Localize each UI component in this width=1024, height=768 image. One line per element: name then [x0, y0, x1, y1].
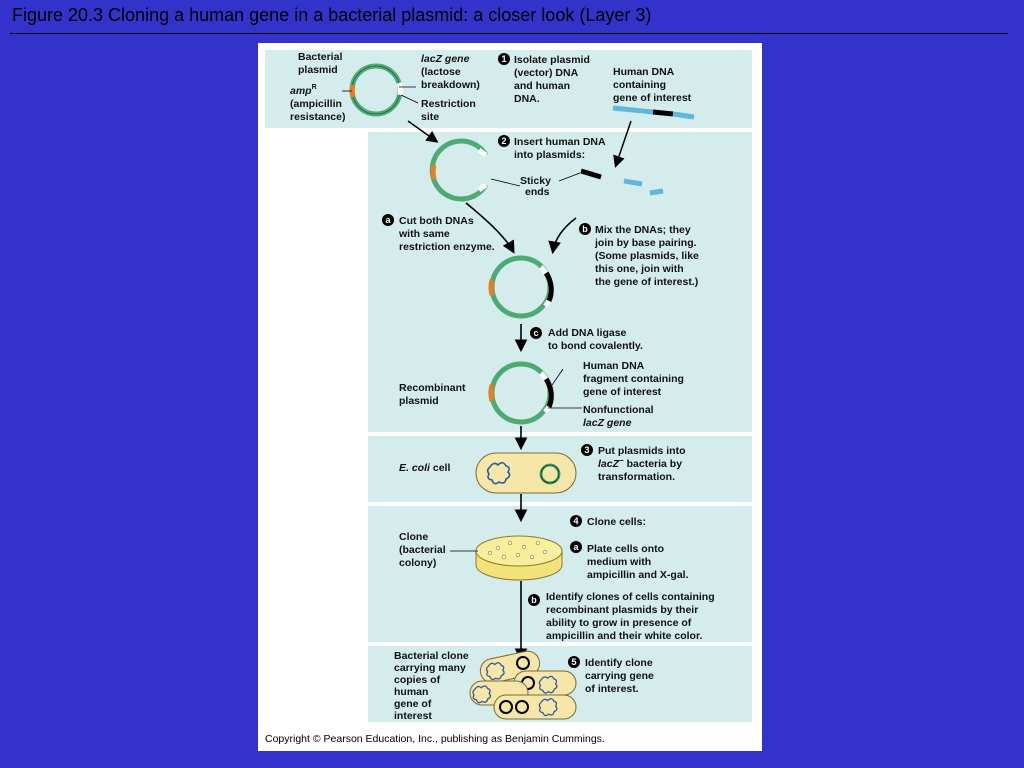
svg-text:Human DNA containing g: Human DNA containing gene of interest [613, 66, 692, 104]
label-bacterial-plasmid: Bacterial [298, 51, 342, 63]
label-lacz-3: breakdown) [421, 79, 480, 91]
step-2b: b Mix the DNAs; they join by base pairin… [579, 223, 702, 288]
svg-text:a: a [573, 542, 579, 552]
step-1: 1 Isolate plasmid (vector) DNA and human… [498, 53, 593, 105]
mixed-plasmid [488, 255, 554, 319]
label-clone: Clone [399, 531, 428, 543]
svg-text:Isolate plasmid (vector): Isolate plasmid (vector) DNA and human D… [514, 54, 593, 105]
label-lacz-2: (lactose [421, 66, 461, 78]
label-ecoli-cell: cell [430, 462, 451, 474]
panel-step4 [368, 506, 752, 642]
label-human-dna-fragment: Human DNA [583, 360, 645, 372]
svg-text:b: b [531, 595, 537, 605]
label-ampr-sup: R [312, 84, 317, 91]
label-restriction-site-2: site [421, 111, 439, 123]
label-sticky-ends: Sticky [520, 175, 551, 187]
label-bacterial-clone: Bacterial clone [394, 650, 469, 662]
step-4a: a Plate cells onto medium with ampicilli… [570, 541, 689, 581]
svg-text:Add DNA ligase to bond c: Add DNA ligase to bond covalently. [548, 327, 643, 352]
arrow-fragment-to-mix [548, 217, 577, 255]
label-nonfunctional-lacz: Nonfunctional [583, 404, 654, 416]
svg-text:Insert human DNA into pl: Insert human DNA into plasmids: [514, 136, 608, 161]
ecoli-cell [475, 452, 577, 494]
label-restriction-site: Restriction [421, 98, 476, 110]
svg-text:1: 1 [501, 54, 506, 64]
svg-text:Nonfunctional lacZ gene: Nonfunctional lacZ gene [583, 404, 657, 429]
svg-text:Mix the DNAs; they join: Mix the DNAs; they join by base pairing.… [594, 224, 702, 288]
label-ecoli: E. coli [399, 462, 431, 474]
step-2a: a Cut both DNAs with same restriction en… [382, 214, 495, 253]
bacterial-plasmid [349, 63, 403, 117]
svg-text:Cut both DNAs with same: Cut both DNAs with same restriction enzy… [398, 215, 495, 253]
copyright: Copyright © Pearson Education, Inc., pub… [265, 733, 605, 745]
svg-text:Sticky ends: Sticky ends [520, 175, 554, 198]
label-bacterial-plasmid-2: plasmid [298, 64, 338, 76]
petri-dish [475, 535, 563, 581]
svg-text:E. coli cell: E. coli cell [399, 462, 450, 474]
step-4: 4 Clone cells: [570, 515, 646, 528]
svg-text:c: c [533, 328, 538, 338]
svg-text:3: 3 [584, 445, 589, 455]
label-ampr-desc-1: (ampicillin [290, 98, 342, 110]
svg-text:ampR: ampR [290, 84, 317, 97]
gene-fragment [580, 168, 602, 180]
label-ampr: amp [290, 85, 312, 97]
figure-panel: Bacterial plasmid ampR (ampicillin resis… [258, 43, 762, 751]
svg-text:Bacterial plasmid: Bacterial plasmid [298, 51, 345, 76]
label-human-dna: Human DNA [613, 66, 675, 78]
cloning-diagram: Bacterial plasmid ampR (ampicillin resis… [265, 50, 752, 745]
svg-text:a: a [385, 215, 391, 225]
clone-cells [469, 650, 577, 720]
title-divider [10, 33, 1008, 34]
svg-text:Identify clones of cells conta: Identify clones of cells containing reco… [546, 591, 718, 642]
cut-plasmid [429, 138, 489, 202]
human-dna-strand [612, 105, 695, 120]
svg-text:Recombinant plasmid: Recombinant plasmid [399, 382, 468, 407]
slide-title: Figure 20.3 Cloning a human gene in a ba… [12, 5, 652, 25]
step-4b: b Identify clones of cells containing re… [528, 591, 718, 642]
svg-text:(ampicillin resistance): (ampicillin resistance) [290, 98, 345, 123]
arrow-cut-to-mix [465, 202, 515, 254]
svg-text:5: 5 [571, 657, 576, 667]
svg-text:Restriction site: Restriction site [421, 98, 479, 123]
svg-text:2: 2 [501, 136, 506, 146]
arrow-plasmid-down [407, 120, 439, 143]
label-lacz: lacZ gene [421, 53, 470, 65]
step-3: 3 Put plasmids into lacZ− bacteria by tr… [581, 444, 688, 483]
svg-text:Clone cells:: Clone cells: [587, 516, 646, 528]
label-ampr-desc-2: resistance) [290, 111, 345, 123]
arrow-human-dna-down [613, 120, 632, 168]
svg-text:Identify clone carrying: Identify clone carrying gene of interest… [585, 657, 657, 695]
svg-text:Put plasmids into lacZ−: Put plasmids into lacZ− bacteria by tran… [598, 445, 688, 483]
svg-text:Human DNA fragment contain: Human DNA fragment containing gene of in… [583, 360, 687, 398]
svg-text:Clone (bacterial colon: Clone (bacterial colony) [399, 531, 449, 569]
step-2c: c Add DNA ligase to bond covalently. [530, 327, 643, 352]
svg-text:4: 4 [573, 516, 578, 526]
step-2: 2 Insert human DNA into plasmids: [498, 135, 608, 161]
label-recombinant-plasmid: Recombinant [399, 382, 466, 394]
step-5: 5 Identify clone carrying gene of intere… [568, 656, 657, 695]
dna-fragment-2 [649, 188, 664, 196]
svg-text:Bacterial clone carrying m: Bacterial clone carrying many copies of … [394, 650, 472, 722]
dna-fragment-1 [623, 178, 643, 187]
svg-text:b: b [582, 224, 588, 234]
svg-text:lacZ gene (lactose bre: lacZ gene (lactose breakdown) [421, 53, 480, 91]
recombinant-plasmid [488, 361, 554, 425]
svg-text:Plate cells onto medium: Plate cells onto medium with ampicillin … [587, 543, 689, 581]
